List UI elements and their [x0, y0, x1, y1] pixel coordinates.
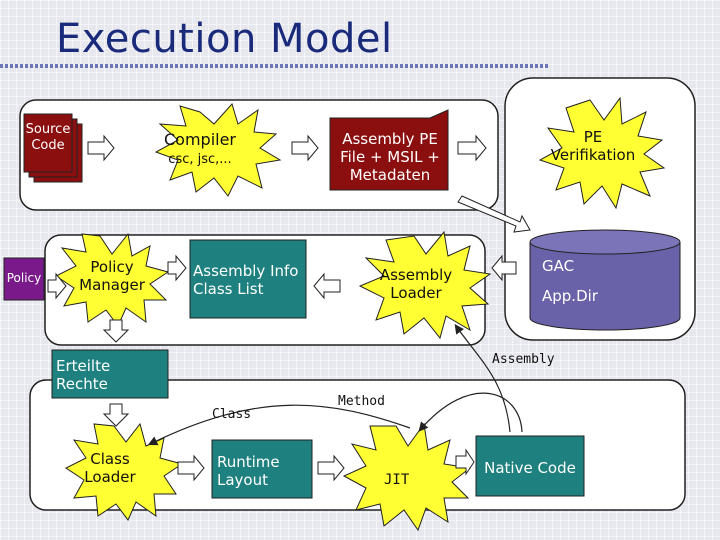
arrow-classloader-to-runtime: [177, 454, 205, 482]
method-edge-label: Method: [338, 394, 385, 409]
class-edge-label: Class: [212, 407, 252, 422]
pe-verifikation-label: PE Verifikation: [550, 128, 636, 164]
assembly-edge-label: Assembly: [492, 352, 555, 367]
edge-assembly: [454, 324, 511, 433]
assembly-file-box: [329, 109, 449, 191]
pe-verifikation-starburst: [538, 96, 666, 210]
arrow-manager-down: [102, 319, 130, 343]
compiler-label: Compiler: [163, 130, 236, 149]
runtime-layout-label: Runtime Layout: [217, 453, 280, 489]
arrow-assembly-to-pe: [457, 134, 487, 162]
edge-class: [147, 404, 411, 446]
arrow-manager-to-assemblyinfo: [167, 254, 187, 282]
source-code-stack: [23, 113, 83, 183]
compiler-starburst: [154, 103, 282, 197]
erteilte-rechte-label: Erteilte Rechte: [56, 357, 111, 393]
jit-starburst: [342, 422, 472, 532]
arrow-loader-to-assemblyinfo: [313, 272, 341, 300]
arrow-pe-to-gac: [457, 195, 531, 233]
edge-method: [418, 392, 523, 433]
policy-box: [3, 257, 45, 301]
assembly-loader-label: Assembly Loader: [379, 266, 453, 302]
compiler-sub-label: csc, jsc,...: [168, 152, 232, 167]
erteilte-rechte-box: [51, 349, 169, 399]
arrow-rechte-down: [102, 403, 130, 427]
source-code-label: Source Code: [25, 122, 71, 153]
assembly-loader-starburst: [358, 230, 492, 340]
gac-label: GAC: [542, 257, 575, 275]
policy-manager-label: Policy Manager: [79, 258, 145, 294]
arrow-runtime-to-jit: [317, 454, 345, 482]
assembly-info-box: [189, 239, 307, 319]
arrow-compiler-to-assembly: [291, 134, 319, 162]
title-underline: [0, 64, 548, 68]
runtime-layout-box: [211, 439, 313, 499]
native-code-label: Native Code: [484, 459, 576, 477]
jit-label: JIT: [384, 472, 410, 488]
policy-label: Policy: [6, 271, 42, 285]
assembly-info-label: Assembly Info Class List: [193, 262, 299, 298]
page-title: Execution Model: [56, 16, 393, 62]
class-loader-label: Class Loader: [84, 450, 136, 486]
native-code-box: [475, 435, 585, 497]
app-dir-label: App.Dir: [542, 287, 598, 305]
arrow-jit-to-native: [455, 448, 475, 476]
arrow-source-to-compiler: [87, 134, 115, 162]
arrow-policy-to-manager: [47, 272, 67, 300]
policy-manager-starburst: [55, 232, 170, 327]
arrow-gac-to-loader: [491, 254, 517, 282]
gac-cylinder: [529, 229, 681, 331]
assembly-file-label: Assembly PE File + MSIL + Metadaten: [340, 130, 440, 184]
